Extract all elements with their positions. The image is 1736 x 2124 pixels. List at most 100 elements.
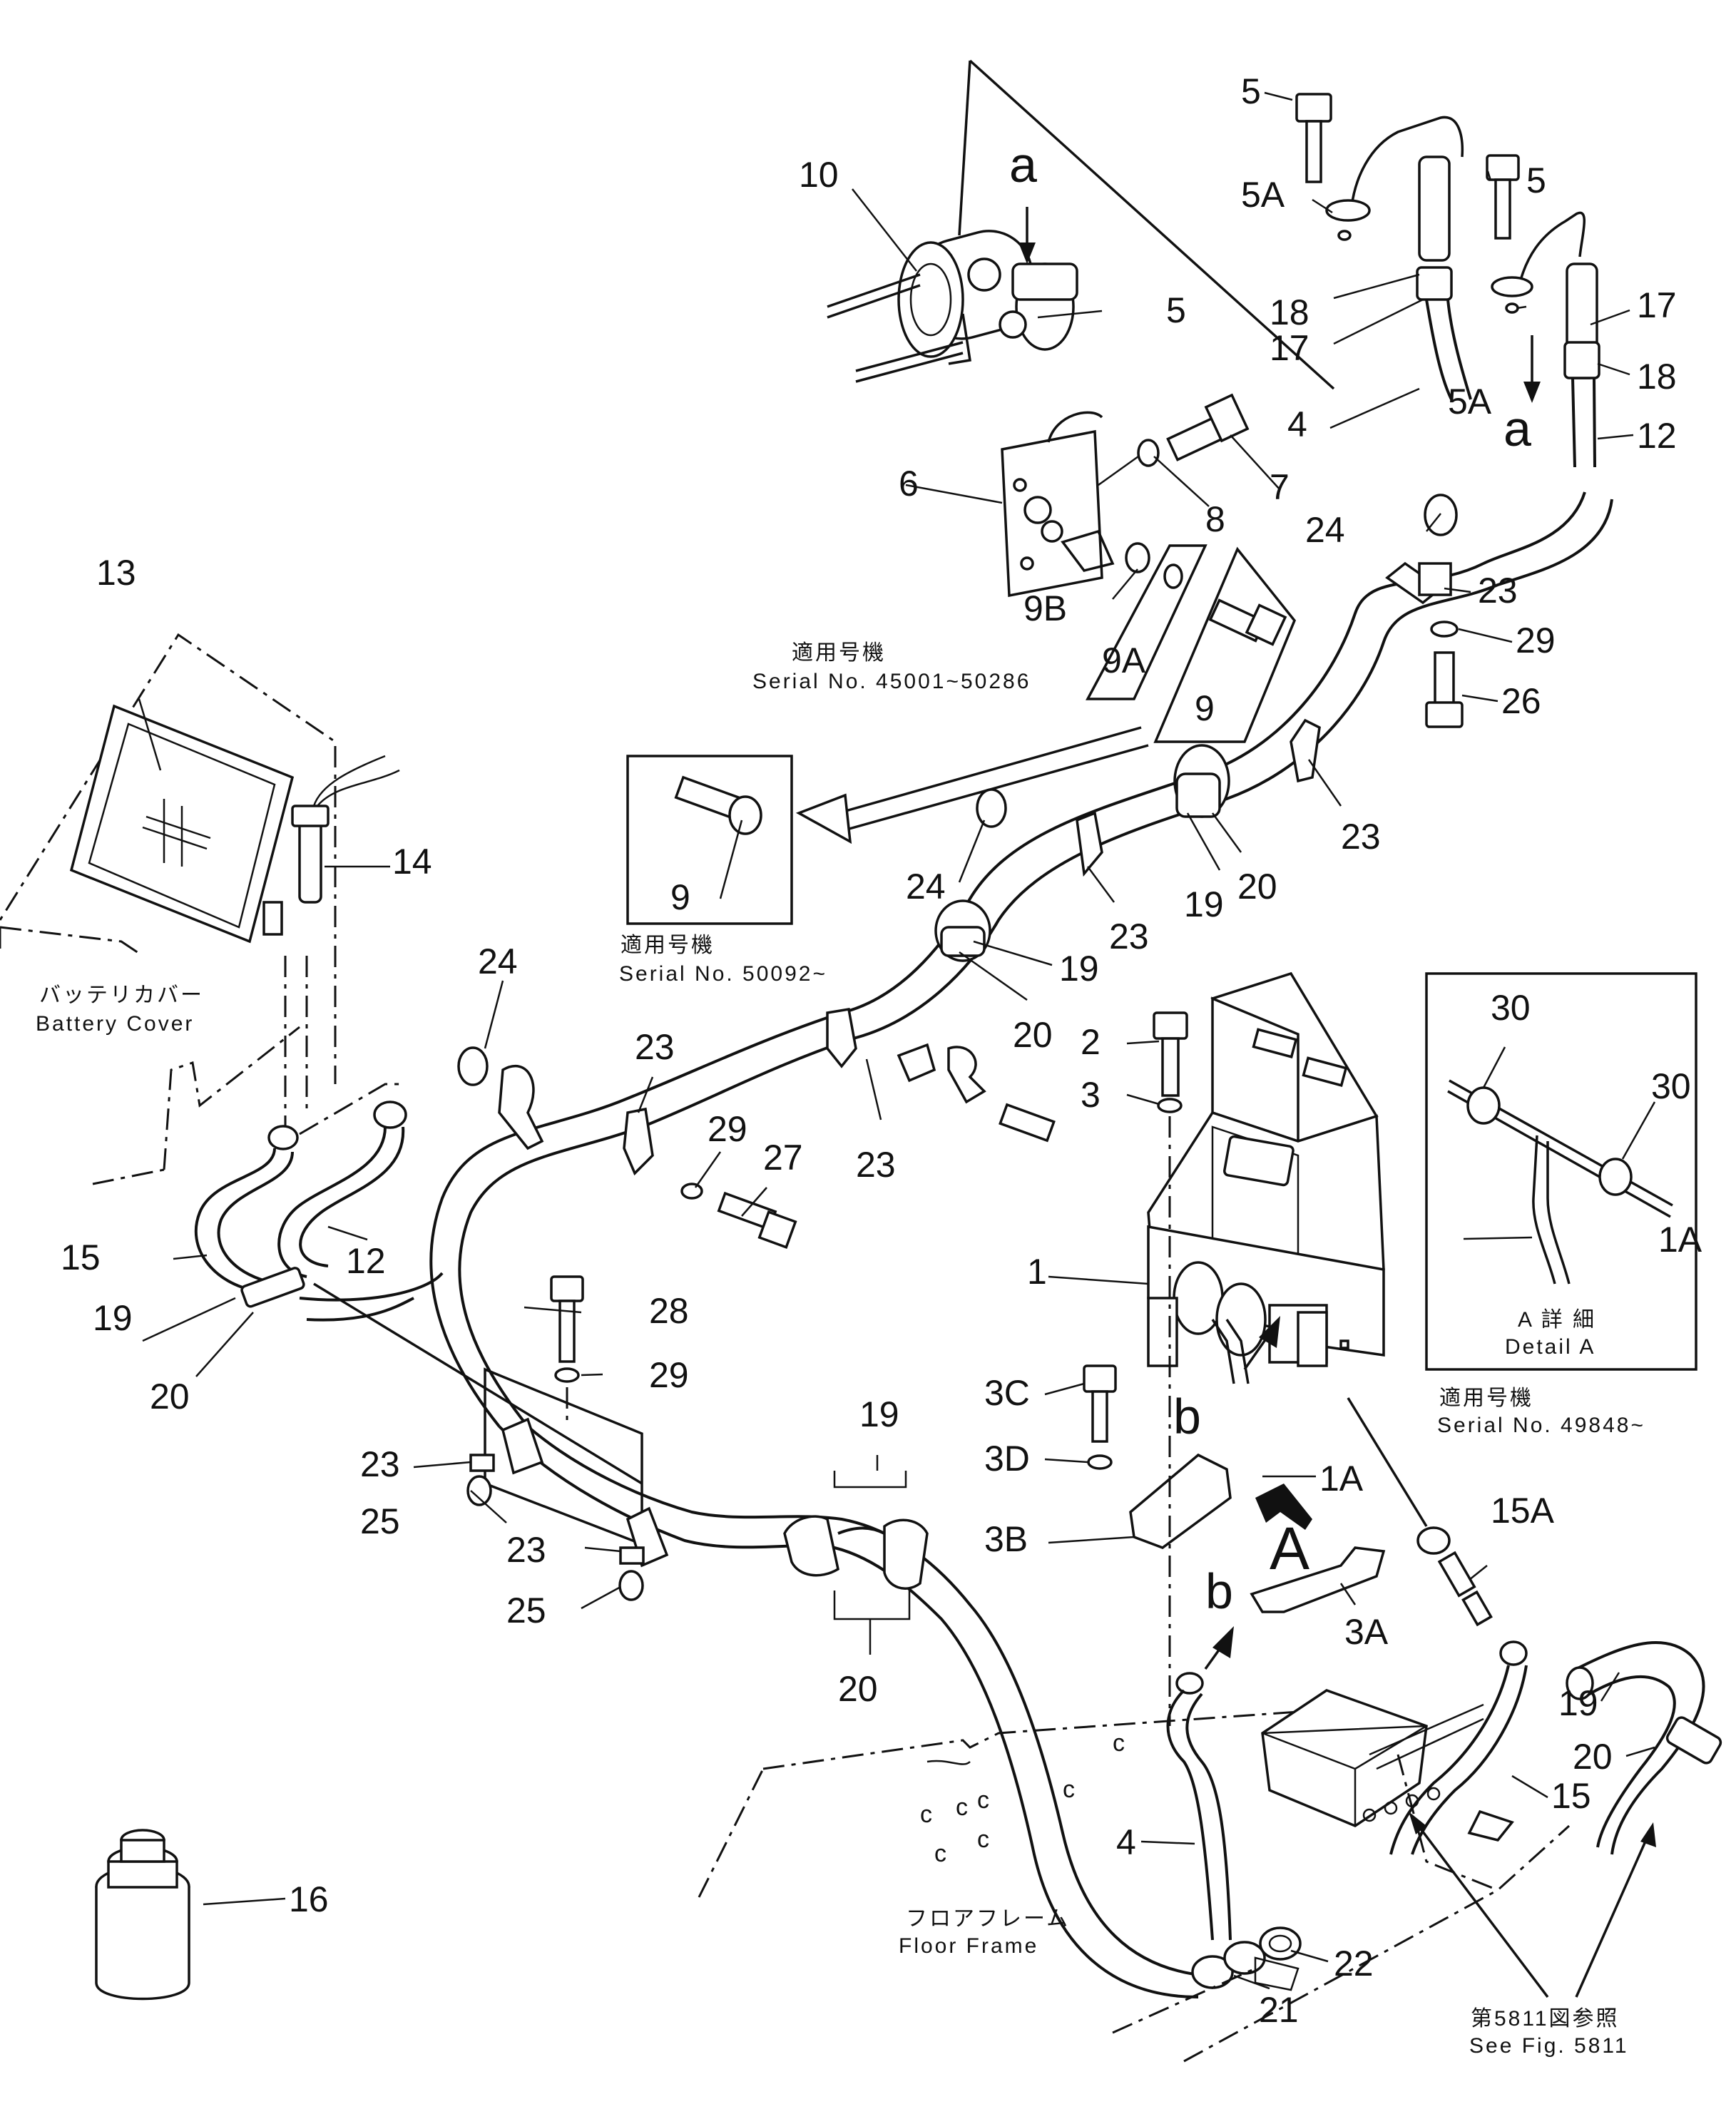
- arrow-b-lower: [1204, 1626, 1234, 1670]
- callout-5A-right: 5A: [1448, 382, 1492, 422]
- grommet-19-20-a: [1173, 744, 1230, 818]
- callout-27: 27: [763, 1138, 803, 1178]
- floor-frame: c c c c c c c: [698, 1710, 1571, 2063]
- callout-28: 28: [649, 1291, 689, 1331]
- leader-lines: [138, 91, 1656, 1990]
- svg-text:c: c: [1063, 1776, 1077, 1803]
- callout-20-right: 20: [1573, 1737, 1613, 1777]
- detail-a-box: [1425, 972, 1697, 1371]
- callout-17-right: 17: [1637, 285, 1677, 325]
- callout-4-top: 4: [1287, 404, 1307, 444]
- callout-19-low: 19: [859, 1394, 899, 1434]
- callout-22: 22: [1334, 1944, 1374, 1983]
- serial-frame-9a: [1086, 544, 1207, 700]
- callout-30-left: 30: [1491, 988, 1531, 1028]
- callout-13: 13: [96, 553, 136, 593]
- svg-text:c: c: [956, 1794, 970, 1821]
- compressor-assembly: [827, 59, 1335, 390]
- svg-text:c: c: [920, 1801, 934, 1828]
- grommet-19-20-c: [783, 1515, 929, 1590]
- bracket-3b: [1129, 1453, 1232, 1549]
- lower-left-frame: [92, 956, 399, 1185]
- callout-29-mid: 29: [708, 1109, 747, 1149]
- callout-29-low: 29: [649, 1355, 689, 1395]
- callout-26: 26: [1501, 681, 1541, 721]
- floor-frame-jp: フロアフレーム: [906, 1907, 1070, 1931]
- callout-24-left: 24: [478, 941, 518, 981]
- detail-a-jp: A 詳 細: [1518, 1308, 1596, 1332]
- callout-4-low: 4: [1116, 1822, 1136, 1862]
- arrow-to-serial-box: [795, 726, 1149, 844]
- callout-19-b: 19: [1059, 949, 1099, 989]
- battery-cover: [0, 633, 337, 1084]
- callout-5-mid: 5: [1166, 290, 1186, 330]
- callout-24-top: 24: [1305, 510, 1345, 550]
- callout-23-e: 23: [856, 1145, 896, 1185]
- callout-3A: 3A: [1344, 1612, 1389, 1652]
- callout-23-d: 23: [635, 1027, 675, 1067]
- callout-30-right: 30: [1651, 1066, 1691, 1106]
- view-arrow-a-top: [1018, 207, 1036, 264]
- serial-note-3-en: Serial No. 49848~: [1437, 1414, 1645, 1437]
- main-hose-lower: [498, 1425, 1206, 1998]
- bracket-6: [1001, 411, 1115, 598]
- bolt-28-washer-29: [550, 1275, 584, 1426]
- callout-14: 14: [392, 842, 432, 882]
- sensor-14: [262, 755, 400, 936]
- callout-16: 16: [289, 1879, 329, 1919]
- floor-frame-en: Floor Frame: [899, 1934, 1038, 1958]
- callout-a-top: a: [1009, 137, 1037, 193]
- svg-text:c: c: [977, 1787, 991, 1814]
- callout-15A: 15A: [1491, 1491, 1555, 1531]
- callout-20-mid: 20: [1237, 867, 1277, 907]
- spacer-24-c: [457, 1046, 489, 1086]
- callout-8: 8: [1205, 499, 1225, 539]
- bolt-27-washer-29: [680, 1183, 797, 1249]
- unit-1: [1147, 971, 1385, 1367]
- callout-23-f: 23: [360, 1444, 400, 1484]
- callout-labels: 5 10 a 5A 5 5 18 17 17 18 5A a 12 4 7 6 …: [61, 71, 1702, 2030]
- callout-1: 1: [1027, 1252, 1047, 1292]
- serial-note-1-en: Serial No. 45001~50286: [752, 670, 1031, 693]
- callout-18-left: 18: [1270, 292, 1309, 332]
- left-hoses-15-12: [194, 1101, 444, 1322]
- callout-29-top: 29: [1516, 621, 1556, 660]
- callout-15-right: 15: [1551, 1776, 1591, 1816]
- clamp-23-d: [826, 1007, 857, 1068]
- spacer-24-b: [976, 788, 1007, 828]
- bolt-3c-washer-3d: [1083, 1364, 1117, 1470]
- clamp-23-a: [1385, 561, 1452, 605]
- callout-A-view: A: [1270, 1515, 1309, 1582]
- callout-3B: 3B: [984, 1519, 1028, 1559]
- hose-4-lower: [1166, 1672, 1232, 1941]
- bolt-26-washer-29: [1425, 621, 1464, 728]
- callout-6: 6: [899, 464, 919, 504]
- svg-text:c: c: [934, 1840, 949, 1867]
- callout-10: 10: [799, 155, 839, 195]
- callout-15-left: 15: [61, 1237, 101, 1277]
- serial-note-2-jp: 適用号機: [621, 934, 715, 957]
- serial-note-1-jp: 適用号機: [792, 641, 886, 665]
- receiver-unit: [1261, 1689, 1514, 1842]
- callout-b-upper: b: [1173, 1389, 1201, 1444]
- callout-9B: 9B: [1023, 588, 1067, 628]
- callout-20-left: 20: [150, 1377, 190, 1416]
- callout-17-left: 17: [1270, 328, 1309, 368]
- callout-3D: 3D: [984, 1439, 1030, 1479]
- callout-19-mid: 19: [1184, 884, 1224, 924]
- grommet-19-20-b: [934, 899, 991, 962]
- callout-20-b: 20: [1013, 1015, 1053, 1055]
- fitting-15a: [1347, 1397, 1493, 1627]
- clamp-23-b: [1290, 718, 1321, 783]
- callout-b-lower: b: [1205, 1563, 1233, 1619]
- callout-9-frame: 9: [1195, 688, 1215, 728]
- see-fig-jp: 第5811図参照: [1471, 2007, 1620, 2031]
- serial-frame-9: [1153, 546, 1297, 743]
- callout-7: 7: [1270, 467, 1290, 507]
- callout-23-c: 23: [1109, 917, 1149, 956]
- callout-9-box: 9: [670, 877, 690, 917]
- callout-12-top: 12: [1637, 416, 1677, 456]
- fittings-21-22: [1191, 1926, 1302, 1991]
- svg-text:c: c: [977, 1826, 991, 1853]
